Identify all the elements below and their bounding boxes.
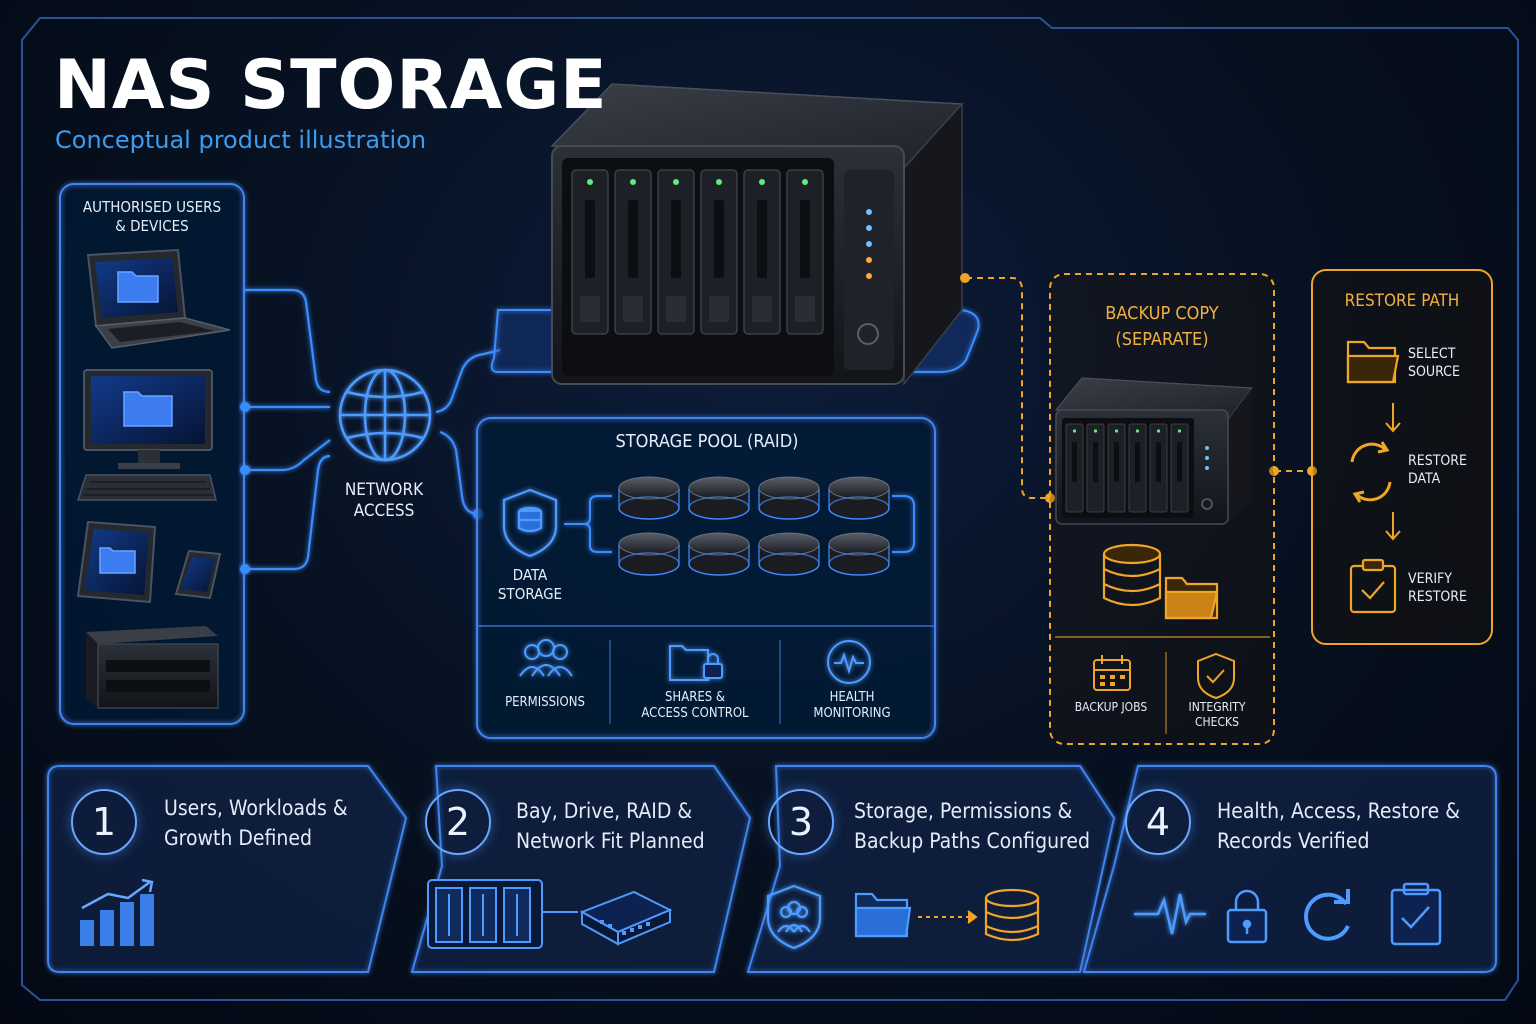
database-icon <box>984 888 1040 942</box>
users-panel-label: AUTHORISED USERS & DEVICES <box>82 198 222 235</box>
drive-bay <box>1149 423 1168 513</box>
raid-disk <box>828 476 890 520</box>
users-icon <box>519 639 573 677</box>
shield-check-icon <box>1197 652 1235 700</box>
step-4-number: 4 <box>1125 789 1191 855</box>
small-nas-icon <box>86 626 219 709</box>
lock-icon <box>1226 889 1268 944</box>
database-shield-icon <box>502 488 558 558</box>
backup-nas-device <box>1054 377 1254 525</box>
page-title: NAS STORAGE <box>54 46 608 125</box>
folder-lock-icon <box>669 645 723 681</box>
users-shield-icon <box>766 884 822 950</box>
drive-bay <box>1065 423 1084 513</box>
step-3-text: Storage, Permissions & Backup Paths Conf… <box>854 799 1090 853</box>
health-monitoring-label: HEALTH MONITORING <box>813 690 891 722</box>
drive-bay <box>1086 423 1105 513</box>
drive-bay <box>1107 423 1126 513</box>
integrity-checks-label: INTEGRITY CHECKS <box>1188 700 1246 729</box>
restore-path-title: RESTORE PATH <box>1344 291 1460 311</box>
raid-disk <box>758 476 820 520</box>
step-1-text: Users, Workloads & Growth Defined <box>164 796 348 850</box>
step-3-number: 3 <box>768 789 834 855</box>
step-2-text: Bay, Drive, RAID & Network Fit Planned <box>516 799 705 853</box>
drive-bay <box>571 169 609 335</box>
desktop-icon <box>76 369 217 501</box>
arrow-right-icon <box>918 910 978 924</box>
network-switch-icon <box>579 890 673 946</box>
drive-bay <box>614 169 652 335</box>
network-access-label: NETWORK ACCESS <box>344 480 424 522</box>
drive-bay <box>1128 423 1147 513</box>
outer-frame <box>21 17 1519 1001</box>
raid-disk <box>618 532 680 576</box>
clipboard-check-icon <box>1390 882 1442 946</box>
backup-title: BACKUP COPY (SEPARATE) <box>1105 303 1219 350</box>
raid-disk <box>758 532 820 576</box>
refresh-icon <box>1304 889 1350 941</box>
data-storage-label: DATA STORAGE <box>497 566 563 603</box>
restore-data-label: RESTORE DATA <box>1408 453 1468 487</box>
step-1-number: 1 <box>71 789 137 855</box>
raid-disk <box>828 532 890 576</box>
user-links <box>244 288 331 571</box>
growth-chart-icon <box>80 878 154 946</box>
step-4-text: Health, Access, Restore & Records Verifi… <box>1217 799 1460 853</box>
folder-icon <box>854 892 912 938</box>
drive-bay <box>786 169 824 335</box>
verify-restore-label: VERIFY RESTORE <box>1408 571 1468 605</box>
raid-disks <box>618 476 890 576</box>
drive-bay <box>1170 423 1189 513</box>
backup-jobs-label: BACKUP JOBS <box>1074 700 1148 714</box>
raid-disk <box>688 476 750 520</box>
database-folder-icon <box>1102 543 1219 620</box>
arrow-down-icon <box>1385 403 1401 541</box>
globe-icon <box>338 368 432 462</box>
raid-disk <box>688 532 750 576</box>
calendar-icon <box>1093 655 1131 691</box>
drive-bay <box>700 169 738 335</box>
laptop-icon <box>86 248 231 349</box>
tablet-icon <box>76 520 157 604</box>
clipboard-check-icon <box>1349 558 1397 614</box>
heartbeat-icon <box>827 640 871 684</box>
refresh-icon <box>1350 441 1392 503</box>
folder-icon <box>1346 340 1400 384</box>
storage-pool-title: STORAGE POOL (RAID) <box>615 431 799 452</box>
phone-icon <box>174 549 222 600</box>
select-source-label: SELECT SOURCE <box>1408 346 1460 380</box>
shares-access-label: SHARES & ACCESS CONTROL <box>641 690 749 722</box>
network-links <box>435 348 501 516</box>
permissions-label: PERMISSIONS <box>505 695 585 710</box>
main-nas-device <box>550 83 964 387</box>
drive-bay <box>743 169 781 335</box>
step-2-number: 2 <box>425 789 491 855</box>
heartbeat-icon <box>1134 893 1206 935</box>
drive-bay <box>657 169 695 335</box>
page-subtitle: Conceptual product illustration <box>55 126 427 154</box>
raid-disk <box>618 476 680 520</box>
drive-bay-icon <box>427 879 578 949</box>
